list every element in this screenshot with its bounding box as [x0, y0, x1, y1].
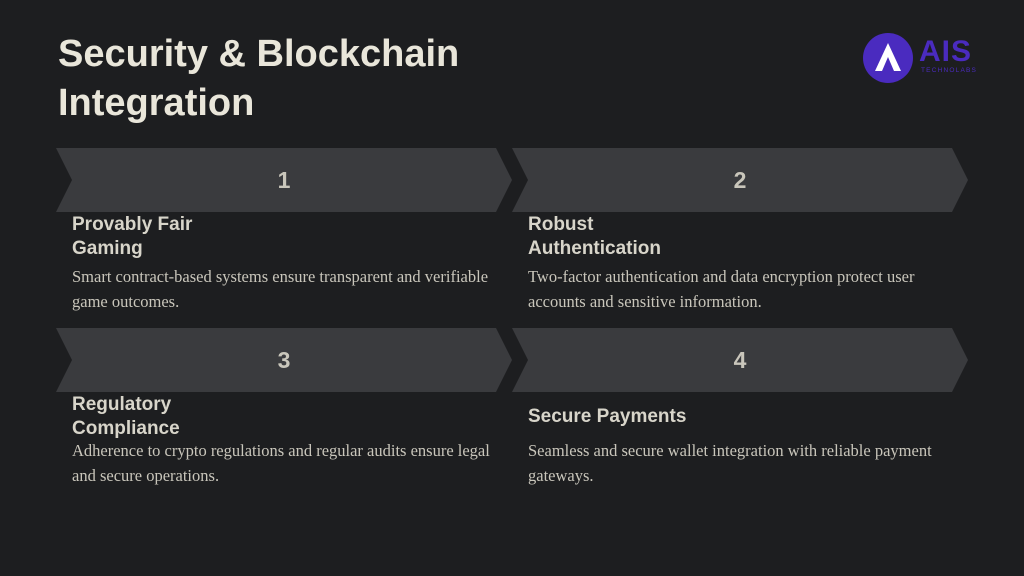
feature-heading-3-line-1: Regulatory: [72, 394, 172, 415]
feature-card-1: 1 Provably Fair Gaming Smart contract-ba…: [56, 148, 512, 318]
slide-title-line-2: Integration: [58, 82, 255, 124]
feature-card-4: 4 Secure Payments Seamless and secure wa…: [512, 328, 968, 498]
feature-heading-2-line-2: Authentication: [528, 238, 661, 259]
step-chevron-3: [56, 328, 512, 392]
step-chevron-2: [512, 148, 968, 212]
logo-a-icon: [863, 33, 913, 83]
feature-card-3: 3 Regulatory Compliance Adherence to cry…: [56, 328, 512, 498]
feature-heading-1: Provably Fair Gaming: [72, 213, 372, 261]
feature-description-3: Adherence to crypto regulations and regu…: [72, 441, 490, 485]
feature-card-2: 2 Robust Authentication Two-factor authe…: [512, 148, 968, 318]
slide-title: Security & Blockchain Integration: [58, 30, 459, 128]
ais-technolabs-logo: AIS TECHNOLABS: [862, 32, 986, 84]
logo-subtitle: TECHNOLABS: [921, 67, 978, 74]
step-chevron-1: [56, 148, 512, 212]
feature-heading-2: Robust Authentication: [528, 213, 828, 261]
step-chevron-4: [512, 328, 968, 392]
feature-heading-3-line-2: Compliance: [72, 418, 180, 439]
feature-heading-2-line-1: Robust: [528, 214, 594, 235]
feature-heading-1-line-1: Provably Fair: [72, 214, 193, 235]
step-number-3: 3: [277, 347, 291, 373]
feature-heading-4: Secure Payments: [528, 406, 687, 427]
slide-title-line-1: Security & Blockchain: [58, 33, 460, 75]
logo-wordmark: AIS: [919, 35, 973, 68]
feature-description-4: Seamless and secure wallet integration w…: [528, 441, 932, 485]
feature-heading-3: Regulatory Compliance: [72, 393, 372, 441]
feature-heading-1-line-2: Gaming: [72, 238, 143, 259]
feature-description-1: Smart contract-based systems ensure tran…: [72, 267, 489, 311]
step-number-2: 2: [733, 167, 747, 193]
step-number-4: 4: [733, 347, 747, 373]
step-number-1: 1: [277, 167, 291, 193]
feature-description-2: Two-factor authentication and data encry…: [528, 267, 915, 311]
